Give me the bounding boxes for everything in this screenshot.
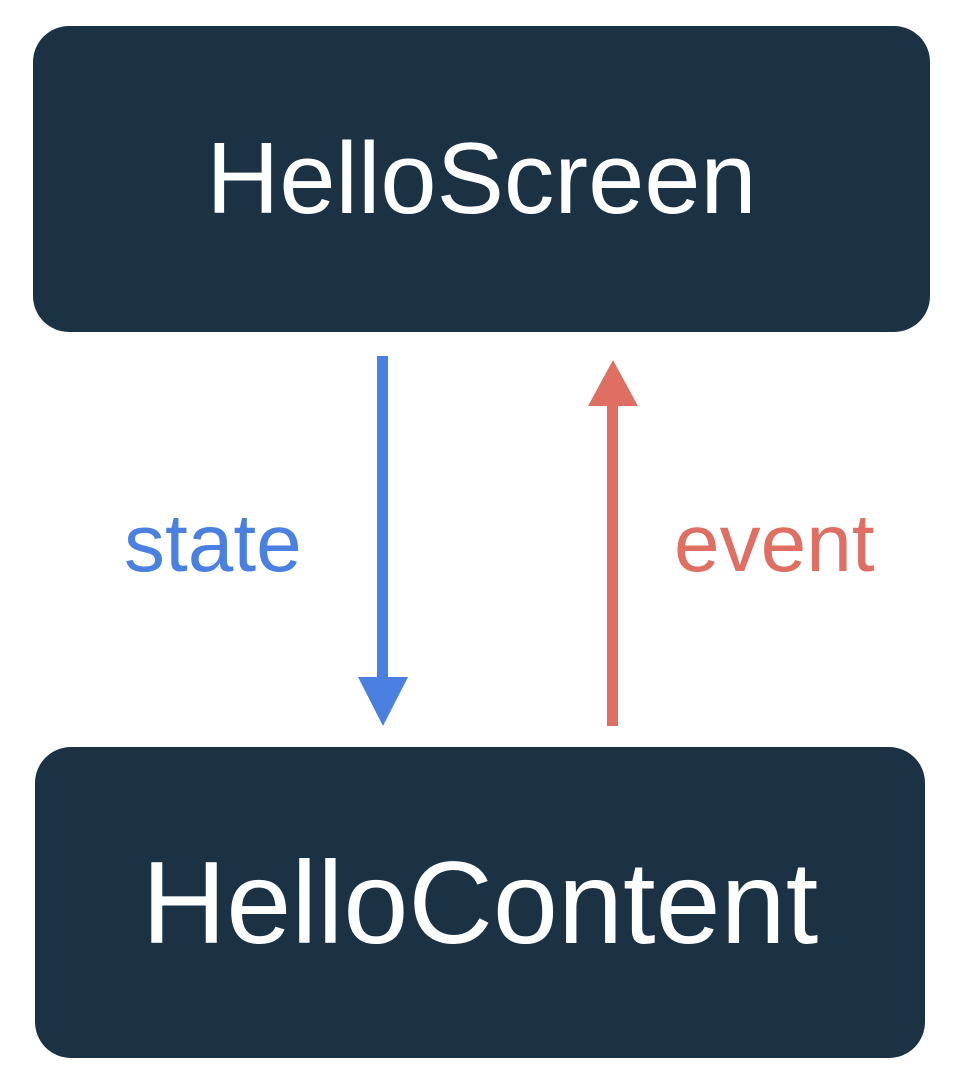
edge-label-state: state <box>124 498 302 589</box>
edge-label-event: event <box>674 498 875 589</box>
arrow-event-up-icon <box>588 360 638 726</box>
node-hello-content[interactable]: HelloContent <box>35 747 925 1058</box>
node-hello-screen[interactable]: HelloScreen <box>33 26 930 332</box>
arrow-state-down-icon <box>358 356 408 726</box>
node-hello-screen-label: HelloScreen <box>206 122 757 235</box>
node-hello-content-label: HelloContent <box>141 837 819 968</box>
